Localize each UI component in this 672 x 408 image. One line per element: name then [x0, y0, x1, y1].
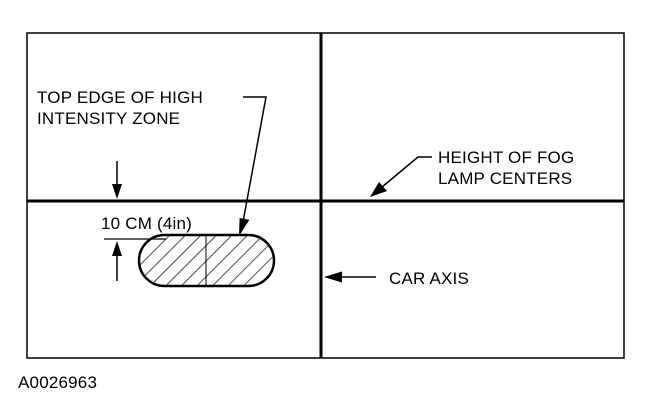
dimension-arrow-lower — [112, 241, 122, 281]
aiming-screen-border — [26, 32, 625, 359]
car-axis-label: CAR AXIS — [389, 269, 469, 288]
dimension-arrow-upper — [112, 161, 122, 199]
figure-id-label: A0026963 — [18, 373, 97, 392]
fog-lamp-label-line2: LAMP CENTERS — [438, 169, 572, 188]
fog-lamp-label-line1: HEIGHT OF FOG — [438, 148, 574, 167]
top-edge-leader-arrow — [239, 96, 267, 236]
high-intensity-zone — [137, 233, 276, 288]
measurement-label: 10 CM (4in) — [101, 214, 192, 233]
car-axis-arrow — [324, 271, 376, 283]
fog-lamp-leader-arrow — [370, 156, 432, 197]
top-edge-label-line1: TOP EDGE OF HIGH — [37, 88, 203, 107]
top-edge-label-line2: INTENSITY ZONE — [37, 109, 180, 128]
